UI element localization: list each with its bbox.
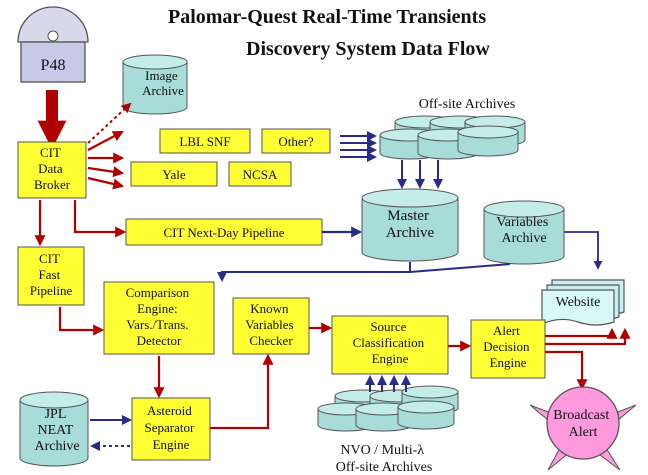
broker-feed-arrows	[87, 130, 125, 190]
alert-decision-engine-box: Alert Decision Engine	[470, 319, 546, 379]
svg-text:Asteroid Separator: Asteroid Separator Engine	[144, 403, 197, 452]
other-label: Other?	[278, 134, 314, 149]
variables-archive-cylinder: Variables Archive	[483, 200, 565, 265]
alert-output-arrows	[545, 327, 631, 391]
variables-to-comparison-line	[409, 263, 511, 273]
known-variables-label-1: Known	[250, 301, 289, 316]
image-archive-label-1: Image	[145, 68, 178, 83]
variables-to-website-arrow	[564, 231, 603, 270]
broker-to-image-archive-dotted	[87, 102, 132, 144]
broadcast-label-2: Alert	[569, 425, 598, 440]
p48-label: P48	[41, 57, 66, 74]
comparison-label-4: Detector	[137, 333, 182, 348]
ncsa-box: NCSA	[228, 161, 292, 187]
comparison-label-1: Comparison	[126, 285, 190, 300]
source-classification-label-3: Engine	[372, 351, 409, 366]
nvo-label-1: NVO / Multi-λ	[340, 443, 424, 458]
svg-text:Alert Decision Eng: Alert Decision Engine	[483, 323, 532, 370]
asteroid-to-known-arrow	[210, 353, 274, 430]
website-document-icon: Website	[541, 279, 625, 326]
source-classification-label-1: Source	[370, 319, 406, 334]
master-archive-cylinder: Master Archive	[361, 188, 459, 262]
svg-text:CIT Data Broker: CIT Data Broker	[34, 145, 71, 192]
broadcast-label-1: Broadcast	[553, 408, 609, 423]
svg-text:CIT Fast Pipeline: CIT Fast Pipeline	[30, 251, 73, 298]
image-archive-label-2: Archive	[142, 83, 184, 98]
lbl-snf-box: LBL SNF	[159, 128, 251, 154]
svg-text:Master Archive: Master Archive	[386, 208, 435, 241]
known-variables-label-3: Checker	[249, 333, 293, 348]
broker-to-nextday-arrow	[73, 200, 127, 238]
master-archive-label-1: Master	[387, 208, 429, 224]
yale-box: Yale	[130, 161, 218, 187]
svg-text:Broadcast Alert: Broadcast Alert	[553, 408, 612, 440]
master-archive-label-2: Archive	[386, 225, 435, 241]
asteroid-label-2: Separator	[144, 420, 194, 435]
nvo-to-classification-arrows	[365, 375, 411, 392]
svg-text:Known Variables Ch: Known Variables Checker	[245, 301, 297, 348]
lbl-snf-label: LBL SNF	[179, 134, 230, 149]
alert-decision-label-2: Decision	[483, 339, 530, 354]
broker-label-3: Broker	[34, 177, 71, 192]
asteroid-label-3: Engine	[153, 437, 190, 452]
alert-decision-label-1: Alert	[493, 323, 520, 338]
fast-pipeline-to-comparison-arrow	[58, 307, 105, 336]
broker-label-2: Data	[38, 161, 63, 176]
website-label: Website	[556, 295, 601, 310]
comparison-label-2: Engine:	[137, 301, 177, 316]
ncsa-label: NCSA	[243, 167, 278, 182]
nvo-label-2: Off-site Archives	[336, 460, 433, 475]
asteroid-separator-engine-box: Asteroid Separator Engine	[131, 397, 211, 461]
image-archive-cylinder: Image Archive	[122, 54, 188, 115]
other-box: Other?	[261, 128, 331, 154]
svg-text:Source Classification: Source Classification Engine	[353, 319, 428, 366]
svg-text:Variables Archive: Variables Archive	[496, 215, 552, 246]
offsite-to-master-arrows	[397, 160, 443, 189]
fast-pipeline-label-1: CIT	[39, 251, 60, 266]
fast-pipeline-label-3: Pipeline	[30, 283, 73, 298]
next-day-pipeline-box: CIT Next-Day Pipeline	[125, 218, 323, 246]
comparison-engine-box: Comparison Engine: Vars./Trans. Detector	[103, 281, 215, 355]
broker-label-1: CIT	[40, 145, 61, 160]
svg-text:NVO / Multi-λ Off-site Arc: NVO / Multi-λ Off-site Archives	[336, 443, 433, 475]
alert-decision-label-3: Engine	[490, 355, 527, 370]
next-day-pipeline-label: CIT Next-Day Pipeline	[163, 225, 284, 240]
cit-fast-pipeline-box: CIT Fast Pipeline	[17, 246, 85, 306]
known-variables-label-2: Variables	[245, 317, 293, 332]
jpl-label-2: NEAT	[37, 423, 73, 438]
known-variables-checker-box: Known Variables Checker	[232, 297, 310, 355]
offsite-archives-label: Off-site Archives	[419, 97, 516, 112]
svg-text:JPL NEAT Archive: JPL NEAT Archive	[34, 407, 79, 454]
diagram-title-line2: Discovery System Data Flow	[246, 38, 490, 60]
offsite-archives-cylinders	[379, 115, 526, 160]
variables-archive-label-2: Archive	[501, 231, 546, 246]
yale-label: Yale	[162, 167, 185, 182]
diagram-title-line1: Palomar-Quest Real-Time Transients	[168, 6, 487, 28]
jpl-label-3: Archive	[34, 439, 79, 454]
source-classification-label-2: Classification	[353, 335, 425, 350]
cit-data-broker-box: CIT Data Broker	[17, 141, 87, 199]
variables-archive-label-1: Variables	[496, 215, 548, 230]
jpl-label-1: JPL	[45, 407, 66, 422]
feeds-to-offsite-arrows	[340, 131, 377, 162]
jpl-neat-archive-cylinder: JPL NEAT Archive	[19, 391, 89, 467]
source-classification-engine-box: Source Classification Engine	[331, 315, 449, 375]
asteroid-label-1: Asteroid	[147, 403, 192, 418]
broadcast-alert-burst: Broadcast Alert	[529, 386, 637, 471]
svg-text:Image Archive: Image Archive	[142, 68, 184, 98]
comparison-label-3: Vars./Trans.	[126, 317, 188, 332]
p48-telescope-icon: P48	[17, 6, 89, 83]
svg-text:Comparison Engine:: Comparison Engine: Vars./Trans. Detector	[126, 285, 193, 348]
fast-pipeline-label-2: Fast	[39, 267, 61, 282]
nvo-archives-cylinders	[317, 385, 459, 432]
archives-to-comparison-arrow	[217, 262, 411, 282]
